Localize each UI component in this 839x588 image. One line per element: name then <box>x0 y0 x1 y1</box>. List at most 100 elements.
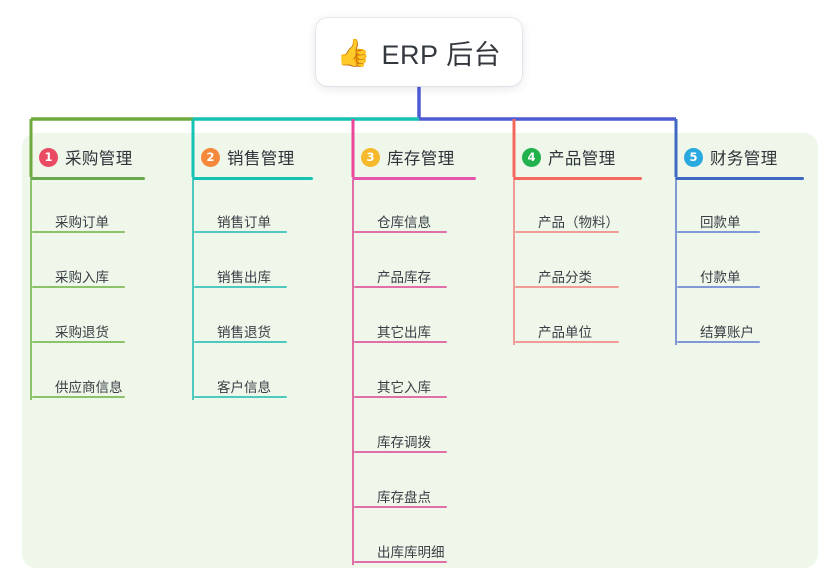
leaf-item-rule <box>32 341 125 343</box>
leaf-item[interactable]: 采购入库 <box>30 235 145 290</box>
leaf-item-label: 付款单 <box>700 270 741 285</box>
leaf-item-rule <box>32 396 125 398</box>
column-title: 库存管理 <box>387 150 455 168</box>
leaf-item-rule <box>677 286 760 288</box>
column-header-rule <box>513 177 642 180</box>
leaf-item-label: 采购订单 <box>55 215 109 230</box>
leaf-item-rule <box>515 231 619 233</box>
thumbs-up-icon: 👍 <box>336 37 371 69</box>
root-node[interactable]: 👍 ERP 后台 <box>316 18 522 86</box>
column-header-rule <box>675 177 804 180</box>
leaf-item[interactable]: 仓库信息 <box>352 180 476 235</box>
leaf-item[interactable]: 付款单 <box>675 235 804 290</box>
column-badge-icon: 1 <box>39 147 58 167</box>
leaf-item[interactable]: 销售出库 <box>192 235 313 290</box>
leaf-item[interactable]: 库存盘点 <box>352 455 476 510</box>
leaf-item[interactable]: 产品（物料） <box>513 180 642 235</box>
leaf-item-label: 出库库明细 <box>377 545 445 560</box>
leaf-item[interactable]: 结算账户 <box>675 290 804 345</box>
leaf-item[interactable]: 采购订单 <box>30 180 145 235</box>
leaf-item[interactable]: 销售退货 <box>192 290 313 345</box>
leaf-item-label: 其它入库 <box>377 380 431 395</box>
leaf-item-rule <box>194 231 287 233</box>
leaf-item[interactable]: 库存调拨 <box>352 400 476 455</box>
branch-spine <box>352 180 354 565</box>
leaf-item-rule <box>32 286 125 288</box>
root-node-content: 👍 ERP 后台 <box>337 33 501 72</box>
leaf-item-rule <box>354 451 447 453</box>
leaf-item-label: 产品分类 <box>538 270 592 285</box>
column-title: 财务管理 <box>710 150 778 168</box>
leaf-item-label: 库存盘点 <box>377 490 431 505</box>
leaf-item-label: 客户信息 <box>217 380 271 395</box>
leaf-item-label: 结算账户 <box>700 325 754 340</box>
leaf-item[interactable]: 供应商信息 <box>30 345 145 400</box>
column-branch: 回款单付款单结算账户 <box>675 180 804 345</box>
column-title: 采购管理 <box>65 150 133 168</box>
leaf-item-rule <box>354 286 447 288</box>
branch-spine <box>30 180 32 400</box>
leaf-item-rule <box>515 286 619 288</box>
leaf-item[interactable]: 出库库明细 <box>352 510 476 565</box>
leaf-item-rule <box>194 396 287 398</box>
leaf-item[interactable]: 客户信息 <box>192 345 313 400</box>
leaf-item-rule <box>354 341 447 343</box>
column-header-rule <box>30 177 145 180</box>
leaf-item-rule <box>354 561 447 563</box>
branch-spine <box>675 180 677 345</box>
leaf-item[interactable]: 采购退货 <box>30 290 145 345</box>
leaf-item-label: 供应商信息 <box>55 380 123 395</box>
leaf-item-label: 其它出库 <box>377 325 431 340</box>
column-header-2[interactable]: 2 销售管理 <box>192 144 313 170</box>
leaf-item-rule <box>354 396 447 398</box>
leaf-item-label: 采购入库 <box>55 270 109 285</box>
column-branch: 仓库信息产品库存其它出库其它入库库存调拨库存盘点出库库明细 <box>352 180 476 565</box>
column-badge-icon: 4 <box>522 147 541 167</box>
leaf-item[interactable]: 产品库存 <box>352 235 476 290</box>
column-header-1[interactable]: 1 采购管理 <box>30 144 145 170</box>
leaf-item-label: 回款单 <box>700 215 741 230</box>
leaf-item[interactable]: 其它出库 <box>352 290 476 345</box>
leaf-item-label: 仓库信息 <box>377 215 431 230</box>
leaf-item-label: 库存调拨 <box>377 435 431 450</box>
leaf-item-label: 销售订单 <box>217 215 271 230</box>
leaf-item-rule <box>677 341 760 343</box>
column-badge-icon: 2 <box>201 147 220 167</box>
leaf-item-label: 产品（物料） <box>538 215 619 230</box>
branches-panel <box>22 133 818 568</box>
column-header-5[interactable]: 5 财务管理 <box>675 144 804 170</box>
leaf-item-label: 采购退货 <box>55 325 109 340</box>
column-title: 产品管理 <box>548 150 616 168</box>
leaf-item[interactable]: 产品单位 <box>513 290 642 345</box>
leaf-item[interactable]: 回款单 <box>675 180 804 235</box>
column-badge-icon: 3 <box>361 147 380 167</box>
leaf-item-rule <box>677 231 760 233</box>
leaf-item[interactable]: 其它入库 <box>352 345 476 400</box>
column-header-3[interactable]: 3 库存管理 <box>352 144 476 170</box>
column-title: 销售管理 <box>227 150 295 168</box>
leaf-item[interactable]: 销售订单 <box>192 180 313 235</box>
column-branch: 销售订单销售出库销售退货客户信息 <box>192 180 313 400</box>
column-库存管理: 3 库存管理仓库信息产品库存其它出库其它入库库存调拨库存盘点出库库明细 <box>352 144 476 565</box>
branch-spine <box>513 180 515 345</box>
leaf-item-rule <box>354 506 447 508</box>
leaf-item-label: 销售退货 <box>217 325 271 340</box>
branch-spine <box>192 180 194 400</box>
column-branch: 采购订单采购入库采购退货供应商信息 <box>30 180 145 400</box>
column-销售管理: 2 销售管理销售订单销售出库销售退货客户信息 <box>192 144 313 400</box>
leaf-item-rule <box>32 231 125 233</box>
column-badge-icon: 5 <box>684 147 703 167</box>
leaf-item-label: 销售出库 <box>217 270 271 285</box>
root-node-label: ERP 后台 <box>381 39 502 70</box>
column-财务管理: 5 财务管理回款单付款单结算账户 <box>675 144 804 345</box>
leaf-item-label: 产品库存 <box>377 270 431 285</box>
column-header-rule <box>192 177 313 180</box>
leaf-item[interactable]: 产品分类 <box>513 235 642 290</box>
column-产品管理: 4 产品管理产品（物料） 产品分类产品单位 <box>513 144 642 345</box>
column-branch: 产品（物料） 产品分类产品单位 <box>513 180 642 345</box>
leaf-item-rule <box>354 231 447 233</box>
leaf-item-rule <box>194 286 287 288</box>
leaf-item-rule <box>515 341 619 343</box>
column-header-4[interactable]: 4 产品管理 <box>513 144 642 170</box>
